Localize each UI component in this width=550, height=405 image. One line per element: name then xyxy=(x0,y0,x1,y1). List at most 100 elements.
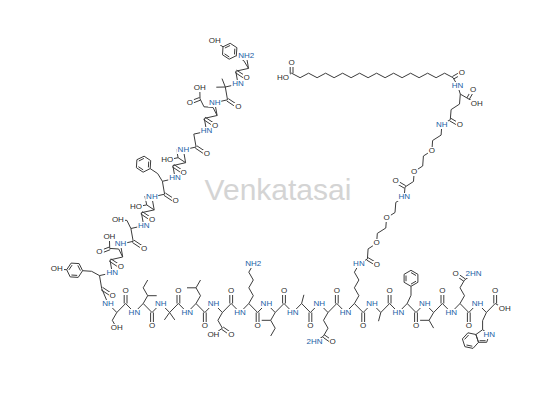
bond xyxy=(200,99,204,107)
atom-label: HO xyxy=(276,74,290,82)
atom-label: NH xyxy=(312,300,326,308)
bond xyxy=(92,271,100,275)
bond xyxy=(69,265,72,270)
bond xyxy=(218,320,223,328)
bond xyxy=(170,304,179,313)
bond xyxy=(170,313,175,320)
atom-label: HN xyxy=(451,82,465,90)
bond xyxy=(244,61,249,69)
bond xyxy=(460,94,468,99)
bond xyxy=(71,263,79,265)
atom-label: NH xyxy=(145,193,159,201)
bond xyxy=(422,156,424,166)
bond xyxy=(343,73,352,78)
bond xyxy=(420,320,429,321)
bond xyxy=(271,313,276,321)
bond xyxy=(377,73,386,78)
bond xyxy=(354,304,363,313)
bond xyxy=(468,333,476,335)
atom-label: O xyxy=(328,338,336,346)
bond xyxy=(234,49,235,55)
atom-label: OH xyxy=(470,100,484,108)
atom-label: O xyxy=(253,322,261,330)
atom-label: O xyxy=(227,331,235,339)
atom-label: O xyxy=(382,214,390,222)
bond xyxy=(460,304,469,313)
bond xyxy=(230,43,237,47)
bond xyxy=(465,347,473,349)
bond xyxy=(354,272,359,280)
atom-label: OH xyxy=(193,84,207,92)
bond xyxy=(354,296,359,304)
atom-label: O xyxy=(359,322,367,330)
atom-label: OH xyxy=(110,324,124,332)
bond xyxy=(407,295,411,303)
atom-label: HN xyxy=(200,127,214,135)
atom-label: O xyxy=(227,287,235,295)
bond xyxy=(249,296,254,304)
bond xyxy=(385,73,394,78)
atom-label: O xyxy=(174,287,182,295)
atom-label: HN xyxy=(180,309,194,317)
bond xyxy=(324,313,329,321)
bond xyxy=(417,274,418,282)
bond xyxy=(117,304,126,313)
bond xyxy=(451,104,459,110)
atom-label: O xyxy=(428,147,436,155)
atom-label: HO xyxy=(129,203,143,211)
bond xyxy=(302,295,304,304)
atom-label: O xyxy=(451,270,459,278)
bond xyxy=(326,73,335,78)
atom-label: O xyxy=(108,292,116,300)
bond xyxy=(112,313,117,321)
bond xyxy=(249,272,254,280)
bond xyxy=(406,276,407,282)
bond xyxy=(225,87,227,100)
bond xyxy=(218,313,223,321)
bond xyxy=(136,168,143,173)
bond xyxy=(143,304,152,313)
atom-label: NH xyxy=(101,300,115,308)
bond xyxy=(395,202,397,212)
bond xyxy=(222,304,231,313)
bond xyxy=(196,296,201,304)
bond xyxy=(460,280,465,288)
atom-label: NH2 xyxy=(237,52,255,60)
bond xyxy=(78,265,81,270)
bond xyxy=(334,73,343,78)
atom-label: O xyxy=(410,168,418,176)
bond xyxy=(213,107,217,115)
bond xyxy=(482,321,483,330)
bond xyxy=(360,73,369,78)
bond xyxy=(70,276,78,278)
bond xyxy=(324,320,329,328)
atom-label: HN xyxy=(392,309,406,317)
atom-label: O xyxy=(287,59,295,67)
atom-label: NH xyxy=(207,300,221,308)
bond xyxy=(138,167,143,170)
atom-label: O xyxy=(465,322,473,330)
bond xyxy=(434,304,443,313)
bond xyxy=(479,342,487,343)
bond xyxy=(381,304,390,313)
bond xyxy=(407,304,416,313)
bond xyxy=(465,335,469,339)
watermark: Venkatasai xyxy=(205,175,352,205)
atom-label: HN xyxy=(233,309,247,317)
atom-label: NH xyxy=(154,300,168,308)
bond xyxy=(262,320,271,321)
atom-label: NH xyxy=(260,300,274,308)
atom-label: HN xyxy=(483,331,497,339)
atom-label: O xyxy=(373,261,381,269)
atom-label: NH xyxy=(177,146,191,154)
atom-label: 2HN xyxy=(305,338,323,346)
atom-label: HN xyxy=(128,309,142,317)
bond xyxy=(148,162,149,168)
bond xyxy=(411,286,412,295)
bond xyxy=(445,73,454,78)
bond xyxy=(436,73,445,78)
bond xyxy=(249,280,254,288)
bond xyxy=(150,169,158,174)
bond xyxy=(428,73,437,78)
